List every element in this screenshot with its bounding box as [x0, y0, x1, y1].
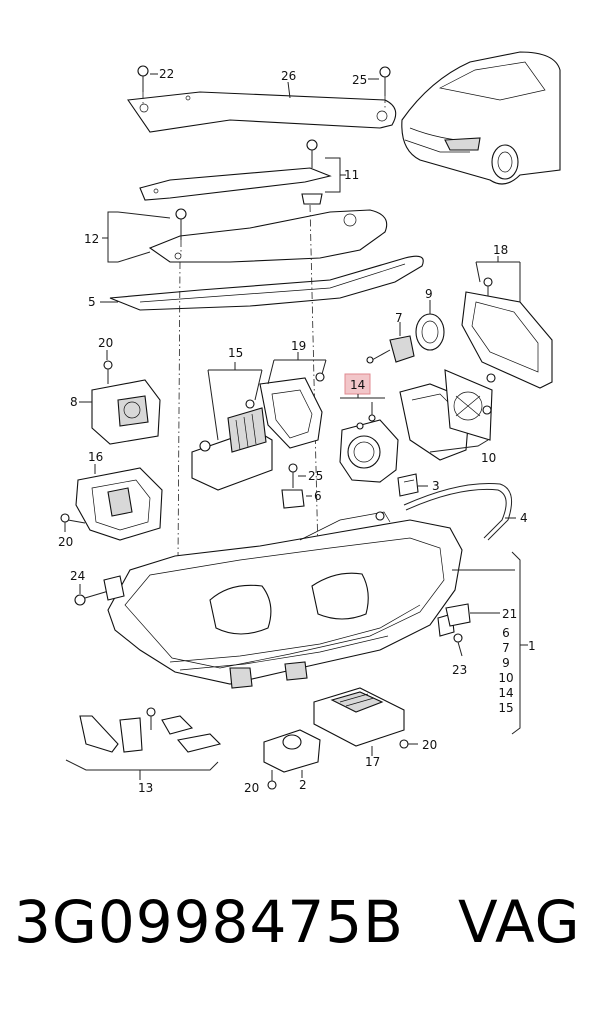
callout-23: 23	[452, 663, 467, 677]
callout-5: 5	[88, 295, 96, 309]
callout-9: 9	[425, 287, 433, 301]
assembly-list: 6 7 9 10 14 15	[498, 626, 513, 715]
callout-20-right: 20	[422, 738, 437, 752]
part-18-frame	[461, 277, 553, 389]
callout-18: 18	[493, 243, 508, 257]
callout-10: 10	[481, 451, 496, 465]
headlight-exploded-diagram: 26 22 25 11 12 5	[58, 51, 561, 795]
part-10-cover	[399, 369, 496, 461]
assembly-item: 14	[498, 686, 513, 700]
part-7-bulb	[366, 335, 415, 364]
callout-20-left: 20	[58, 535, 73, 549]
callout-1: 1	[528, 639, 536, 653]
part-17-module	[313, 687, 405, 747]
part-19-bracket	[259, 372, 325, 449]
callout-15: 15	[228, 346, 243, 360]
callout-24: 24	[70, 569, 85, 583]
callout-22: 22	[159, 67, 174, 81]
part-2-igniter	[263, 729, 321, 773]
assembly-item: 7	[502, 641, 510, 655]
part-number: 3G0998475B	[14, 888, 404, 956]
part-3-clip	[397, 473, 419, 497]
part-9-ring	[415, 313, 445, 351]
callout-20-upper: 20	[98, 336, 113, 350]
part-14-projector	[339, 402, 399, 483]
callout-25-top: 25	[352, 73, 367, 87]
callout-13: 13	[138, 781, 153, 795]
callout-2: 2	[299, 778, 307, 792]
part-15-module	[191, 399, 273, 491]
callout-11: 11	[344, 168, 359, 182]
screw-24	[74, 575, 125, 606]
part-16-holder	[75, 467, 163, 541]
assembly-item: 9	[502, 656, 510, 670]
screw-25-top	[379, 66, 391, 110]
part-11-strip	[139, 139, 332, 205]
callout-19: 19	[291, 339, 306, 353]
assembly-item: 15	[498, 701, 513, 715]
part-6-connector	[281, 463, 305, 509]
callout-21: 21	[502, 607, 517, 621]
callout-3: 3	[432, 479, 440, 493]
callout-25-mid: 25	[308, 469, 323, 483]
screw-22	[137, 65, 149, 104]
callout-6-mid: 6	[314, 489, 322, 503]
callout-14: 14	[350, 378, 365, 392]
part-13-brackets	[79, 707, 222, 753]
callout-16: 16	[88, 450, 103, 464]
callout-20-bottom: 20	[244, 781, 259, 795]
part-26-bracket	[127, 91, 397, 133]
part-12-trim	[148, 208, 388, 263]
assembly-item: 6	[502, 626, 510, 640]
part-4-seal	[403, 483, 513, 541]
callout-8: 8	[70, 395, 78, 409]
callout-26: 26	[281, 69, 296, 83]
part-5-strip	[109, 255, 424, 311]
callout-12: 12	[84, 232, 99, 246]
callout-7: 7	[395, 311, 403, 325]
screw-23	[453, 633, 463, 657]
brand-name: VAG	[458, 888, 581, 956]
car-illustration	[401, 51, 561, 185]
part-21-bracket	[445, 603, 471, 627]
assembly-item: 10	[498, 671, 513, 685]
callout-17: 17	[365, 755, 380, 769]
headlight-housing	[107, 511, 463, 689]
part-8-ballast	[91, 360, 161, 445]
callout-4: 4	[520, 511, 528, 525]
